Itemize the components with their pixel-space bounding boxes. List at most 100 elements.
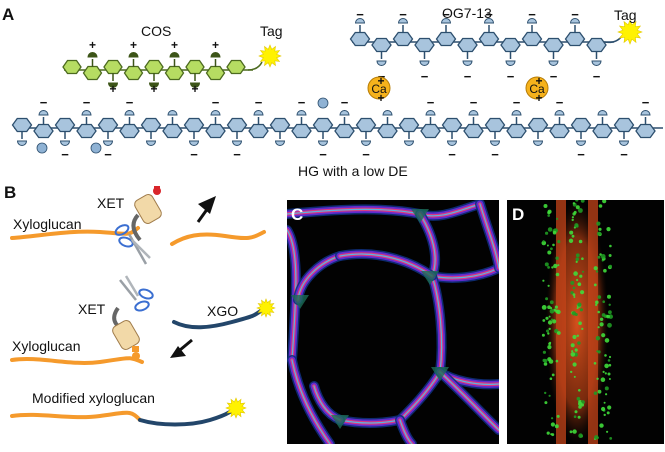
carboxyl-group [397,18,409,24]
fluorescent-dot [597,389,602,394]
fluorescent-dot [604,386,609,391]
fluorescent-dot [607,372,611,376]
fluorescent-dot [556,414,560,418]
fluorescent-dot [576,278,579,282]
fluorescent-dot [606,430,609,433]
arrow-down-left-icon [170,338,193,358]
fluorescent-dot [603,314,608,318]
fluorescent-dot [598,204,603,208]
panel-c-letter: C [291,205,303,224]
sugar-ring [420,123,441,139]
charge-minus: − [556,95,564,110]
carboxyl-group [210,52,221,58]
fluorescent-dot [607,294,611,299]
fluorescent-dot [552,243,555,247]
carboxyl-group [360,140,372,146]
carboxyl-group [403,140,415,146]
fluorescent-dot [576,307,579,310]
fluorescent-dot [572,334,577,340]
sugar-ring [543,37,564,53]
calcium-label: Ca [371,82,387,96]
xyloglucan-strand-top-right [170,230,266,246]
charge-minus: − [190,147,198,162]
carboxyl-group [425,110,436,116]
fluorescent-dot [602,200,607,204]
fluorescent-dot [601,333,606,338]
fluorescent-dot [597,310,600,314]
carboxyl-group [354,18,366,24]
charge-minus: − [593,69,601,84]
modified-xyloglucan-label: Modified xyloglucan [32,390,155,406]
carboxyl-group [618,140,630,146]
fluorescent-dot [551,373,555,377]
fluorescent-dot [549,341,552,344]
sugar-ring [635,123,656,139]
sugar-ring [103,59,123,75]
charge-minus: − [104,147,112,162]
fluorescent-dot [599,322,604,327]
sugar-ring [527,117,549,133]
fluorescent-dot [578,405,582,409]
sugar-ring [82,65,103,81]
fluorescent-dot [578,208,583,213]
carboxyl-group [210,110,221,116]
sugar-ring [570,117,592,133]
charge-minus: − [233,147,241,162]
cell-junction [291,295,309,309]
fluorescent-dot [543,362,548,366]
fluorescent-dot [593,266,598,271]
charge-minus: − [421,69,429,84]
charge-minus: − [126,95,134,110]
charge-minus: − [513,95,521,110]
carboxyl-group [483,18,495,24]
xyloglucan-mid-label: Xyloglucan [12,338,81,354]
panel-b: B Xyloglucan XET XET [4,183,276,427]
charge-plus: + [535,74,542,88]
fluorescent-dot [556,217,559,220]
carboxyl-group [81,110,92,116]
charge-plus: + [191,82,198,96]
sugar-ring [291,123,312,139]
fluorescent-dot [595,336,601,341]
fluorescent-dot [548,394,551,397]
fluorescent-dot [574,313,578,316]
fluorescent-dot [573,375,576,378]
fluorescent-dot [551,266,554,269]
fluorescent-dot [575,200,579,202]
fluorescent-dot [608,303,611,306]
fluorescent-dot [575,253,580,258]
fluorescent-dot [550,422,556,427]
carboxyl-group [554,110,565,116]
carboxyl-group [569,18,581,24]
fluorescent-dot [596,221,601,226]
sugar-ring [592,123,613,139]
sugar-ring [97,117,119,133]
sugar-ring [164,65,185,81]
fluorescent-dot [572,362,577,367]
panel-a-letter: A [2,5,14,24]
charge-minus: − [319,147,327,162]
sugar-ring [269,117,291,133]
fluorescent-dot [598,227,602,231]
carboxyl-group [188,140,200,146]
sugar-ring [183,117,205,133]
charge-plus: + [171,38,178,52]
charge-plus: + [535,91,542,105]
fluorescent-dot [551,433,555,437]
fluorescent-dot [552,230,557,235]
tag-star-modified [225,397,247,419]
carboxyl-group [505,60,516,66]
sugar-ring [185,59,205,75]
fluorescent-dot [596,377,599,380]
fluorescent-dot [597,295,602,299]
carboxyl-group [231,140,243,146]
sugar-ring [123,65,144,81]
charge-minus: − [40,95,48,110]
fluorescent-dot [544,401,548,405]
charge-minus: − [356,7,364,22]
fluorescent-dot [572,429,577,434]
fluorescent-dot [556,309,561,315]
cell-wall-segment [297,255,341,301]
charge-minus: − [577,147,585,162]
fluorescent-dot [597,255,601,259]
